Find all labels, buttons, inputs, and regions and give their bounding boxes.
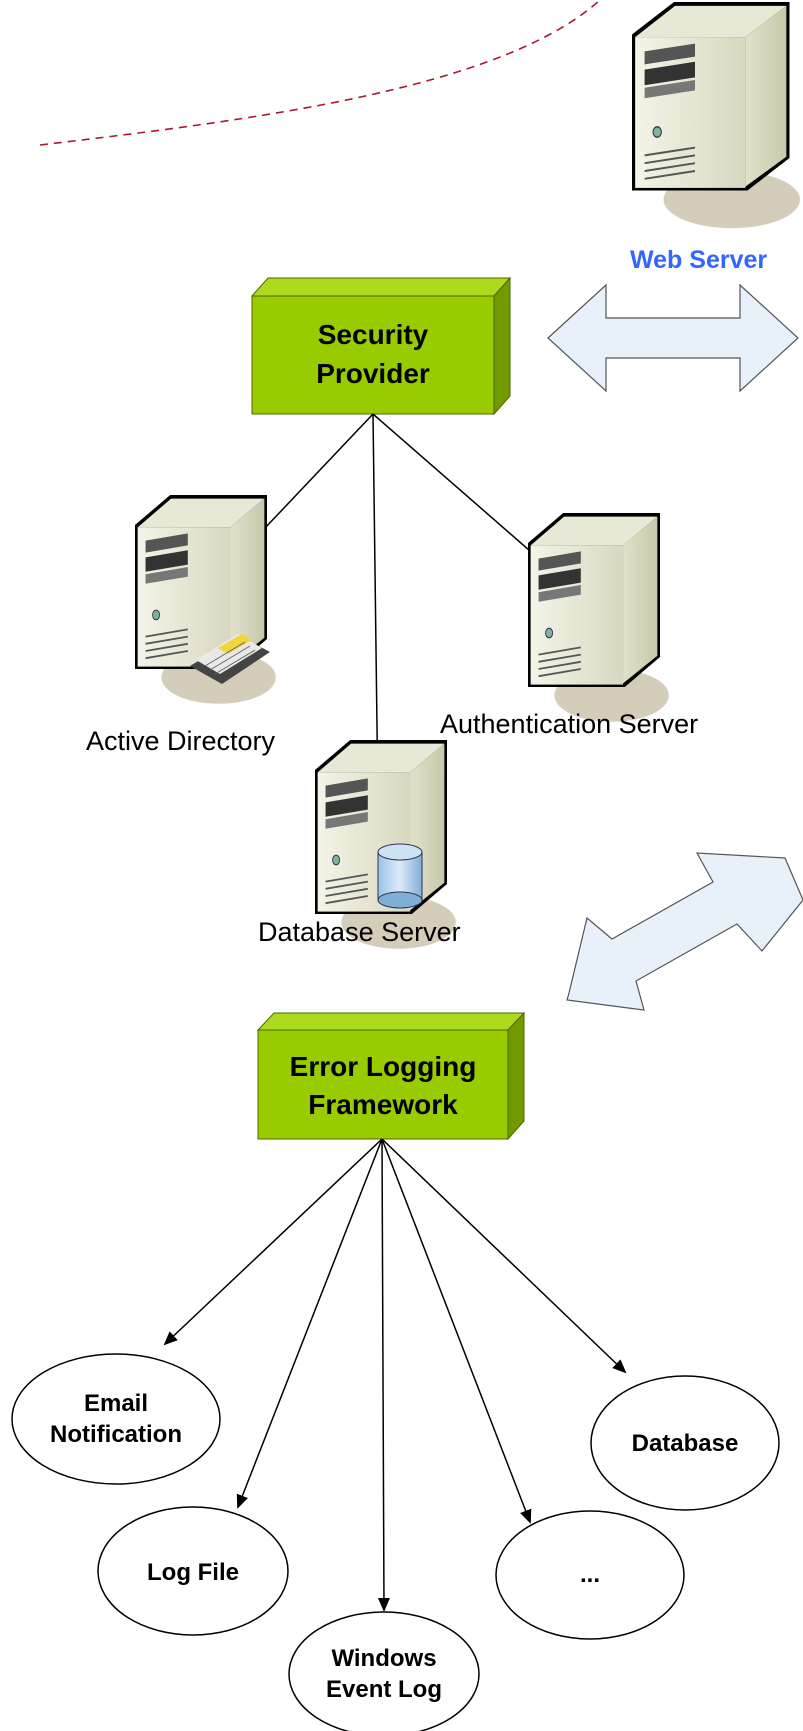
web-server-icon bbox=[631, 1, 801, 230]
target-email-notification: Email Notification bbox=[11, 1353, 221, 1485]
security-provider-box: Security Provider bbox=[250, 276, 512, 416]
active-directory-label: Active Directory bbox=[86, 726, 276, 756]
target-ellipsis: ... bbox=[495, 1510, 685, 1640]
email-label-line1: Email bbox=[84, 1390, 148, 1417]
target-windows-event-log: Windows Event Log bbox=[288, 1611, 480, 1731]
database-cylinder-icon bbox=[377, 843, 423, 909]
database-server-label: Database Server bbox=[258, 917, 461, 947]
event-log-label-line1: Windows bbox=[331, 1645, 436, 1672]
target-database: Database bbox=[590, 1375, 780, 1511]
target-log-file: Log File bbox=[97, 1506, 289, 1636]
double-arrow-horizontal bbox=[547, 283, 799, 393]
email-label-line2: Notification bbox=[50, 1421, 182, 1448]
authentication-server-label: Authentication Server bbox=[440, 709, 698, 739]
authentication-server-icon bbox=[527, 512, 670, 723]
connector-logging-to-database bbox=[381, 1138, 627, 1374]
connector-logging-to-logfile bbox=[236, 1138, 383, 1509]
ellipsis-label: ... bbox=[580, 1561, 600, 1588]
double-arrow-diagonal bbox=[566, 852, 803, 1011]
database-target-label: Database bbox=[632, 1430, 739, 1457]
security-provider-title-line2: Provider bbox=[316, 358, 430, 389]
connector-logging-to-email bbox=[163, 1138, 383, 1346]
connector-logging-to-ellipsis bbox=[381, 1138, 532, 1524]
error-logging-title-line1: Error Logging bbox=[290, 1051, 477, 1082]
boundary-dashed-line bbox=[39, 0, 601, 146]
log-file-label: Log File bbox=[147, 1559, 239, 1586]
error-logging-title-line2: Framework bbox=[308, 1089, 458, 1120]
connector-security-to-db bbox=[371, 413, 384, 807]
web-server-label: Web Server bbox=[630, 246, 767, 274]
connector-logging-to-eventlog bbox=[377, 1138, 390, 1612]
security-provider-title-line1: Security bbox=[318, 319, 429, 350]
error-logging-framework-box: Error Logging Framework bbox=[256, 1011, 526, 1141]
directory-device-icon bbox=[190, 634, 270, 684]
event-log-label-line2: Event Log bbox=[326, 1676, 442, 1703]
